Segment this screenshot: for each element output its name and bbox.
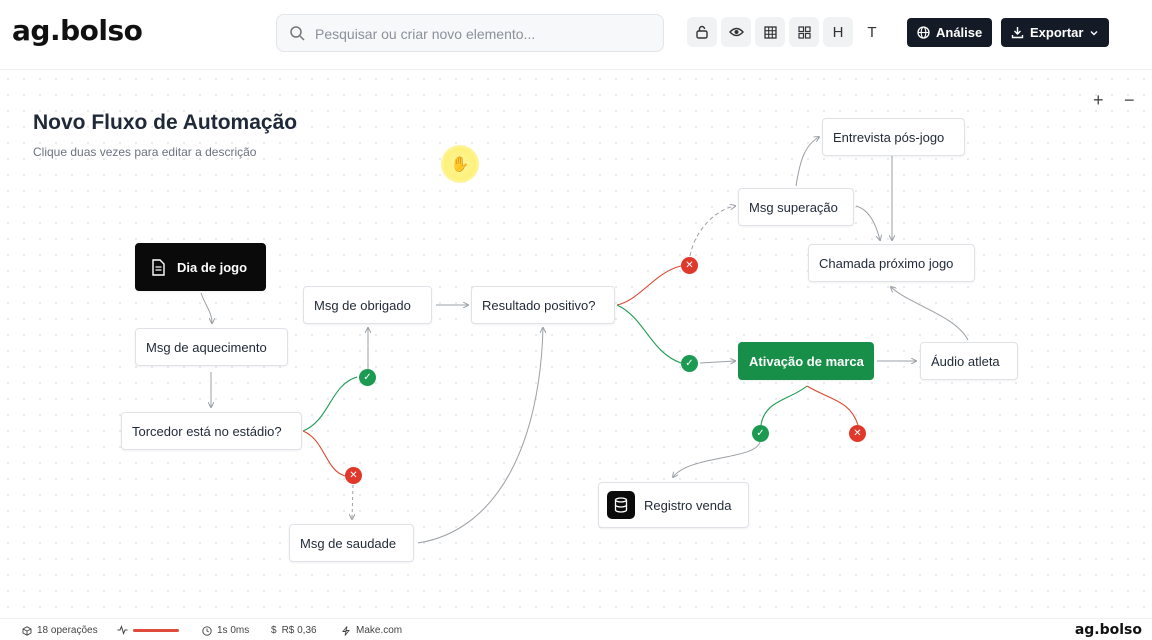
node-chamada-proximo-jogo[interactable]: Chamada próximo jogo xyxy=(808,244,975,282)
node-label: Registro venda xyxy=(644,497,732,513)
search-icon xyxy=(290,26,305,41)
preview-button[interactable] xyxy=(721,17,751,47)
flow-description[interactable]: Clique duas vezes para editar a descriçã… xyxy=(33,145,257,159)
yes-branch-check-icon[interactable]: ✓ xyxy=(359,369,376,386)
node-resultado-positivo[interactable]: Resultado positivo? xyxy=(471,286,615,324)
document-icon xyxy=(152,258,165,276)
node-ativacao-marca[interactable]: Ativação de marca xyxy=(738,342,874,380)
grid-icon xyxy=(763,25,777,39)
node-msg-superacao[interactable]: Msg superação xyxy=(738,188,854,226)
yes-branch-check-icon[interactable]: ✓ xyxy=(752,425,769,442)
search-placeholder: Pesquisar ou criar novo elemento... xyxy=(315,26,536,42)
globe-icon xyxy=(917,26,930,39)
table-view-button[interactable] xyxy=(755,17,785,47)
node-label: Msg superação xyxy=(749,199,838,215)
zoom-in-button[interactable]: + xyxy=(1093,90,1104,110)
flow-title[interactable]: Novo Fluxo de Automação xyxy=(33,111,298,134)
chevron-down-icon xyxy=(1090,30,1098,35)
node-label: Ativação de marca xyxy=(749,353,864,369)
zoom-out-button[interactable]: − xyxy=(1124,90,1135,110)
download-icon xyxy=(1011,27,1024,39)
node-dia-de-jogo[interactable]: Dia de jogo xyxy=(135,243,266,291)
activity-icon xyxy=(117,625,128,635)
node-msg-obrigado[interactable]: Msg de obrigado xyxy=(303,286,432,324)
duration-value: 1s 0ms xyxy=(217,625,250,636)
footer-logo: ag.bolso xyxy=(1074,622,1142,638)
search-input[interactable]: Pesquisar ou criar novo elemento... xyxy=(276,14,664,52)
database-icon xyxy=(607,491,635,519)
text-button[interactable]: T xyxy=(867,23,877,41)
eye-icon xyxy=(728,27,744,37)
no-branch-x-icon[interactable]: ✕ xyxy=(849,425,866,442)
export-button[interactable]: Exportar xyxy=(1001,18,1110,47)
node-label: Áudio atleta xyxy=(931,353,1000,369)
unlock-button[interactable] xyxy=(687,17,717,47)
node-label: Msg de obrigado xyxy=(314,297,411,313)
no-branch-x-icon[interactable]: ✕ xyxy=(681,257,698,274)
platform-value: Make.com xyxy=(356,625,403,636)
node-label: Msg de aquecimento xyxy=(146,339,267,355)
dollar-icon: $ xyxy=(271,625,277,636)
node-registro-venda[interactable]: Registro venda xyxy=(598,482,749,528)
operations-count: 18 operações xyxy=(37,625,98,636)
heading-button[interactable]: H xyxy=(823,17,853,47)
node-label: Resultado positivo? xyxy=(482,297,596,313)
node-label: Entrevista pós-jogo xyxy=(833,129,945,145)
layout-icon xyxy=(797,25,811,39)
cost-value: R$ 0,36 xyxy=(281,625,317,636)
node-label: Msg de saudade xyxy=(300,535,397,551)
duration-stat: 1s 0ms xyxy=(202,625,249,636)
hand-cursor-icon: ✋ xyxy=(441,145,479,183)
node-label: Dia de jogo xyxy=(177,259,248,275)
cost-stat: $ R$ 0,36 xyxy=(271,625,317,636)
analysis-button[interactable]: Análise xyxy=(907,18,993,47)
node-audio-atleta[interactable]: Áudio atleta xyxy=(920,342,1018,380)
no-branch-x-icon[interactable]: ✕ xyxy=(345,467,362,484)
top-bar: ag.bolso Pesquisar ou criar novo element… xyxy=(0,0,1152,70)
platform-stat: Make.com xyxy=(341,625,402,636)
layout-button[interactable] xyxy=(789,17,819,47)
node-torcedor-estadio[interactable]: Torcedor está no estádio? xyxy=(121,412,302,450)
node-label: Torcedor está no estádio? xyxy=(132,423,282,439)
node-msg-saudade[interactable]: Msg de saudade xyxy=(289,524,414,562)
lightning-icon xyxy=(342,625,350,636)
app-logo[interactable]: ag.bolso xyxy=(12,14,143,47)
yes-branch-check-icon[interactable]: ✓ xyxy=(681,355,698,372)
clock-icon xyxy=(202,625,212,636)
analysis-label: Análise xyxy=(936,25,983,40)
activity-bar xyxy=(133,628,179,632)
export-label: Exportar xyxy=(1030,25,1084,40)
cube-icon xyxy=(22,625,32,636)
status-bar: 18 operações 1s 0ms $ R$ 0,36 Make.com a… xyxy=(0,618,1152,640)
view-toolbar: H T xyxy=(687,17,887,47)
node-label: Chamada próximo jogo xyxy=(819,255,954,271)
operations-stat: 18 operações xyxy=(22,625,98,636)
activity-stat xyxy=(117,625,179,635)
unlock-icon xyxy=(696,25,708,39)
node-entrevista-pos-jogo[interactable]: Entrevista pós-jogo xyxy=(822,118,965,156)
node-msg-aquecimento[interactable]: Msg de aquecimento xyxy=(135,328,288,366)
